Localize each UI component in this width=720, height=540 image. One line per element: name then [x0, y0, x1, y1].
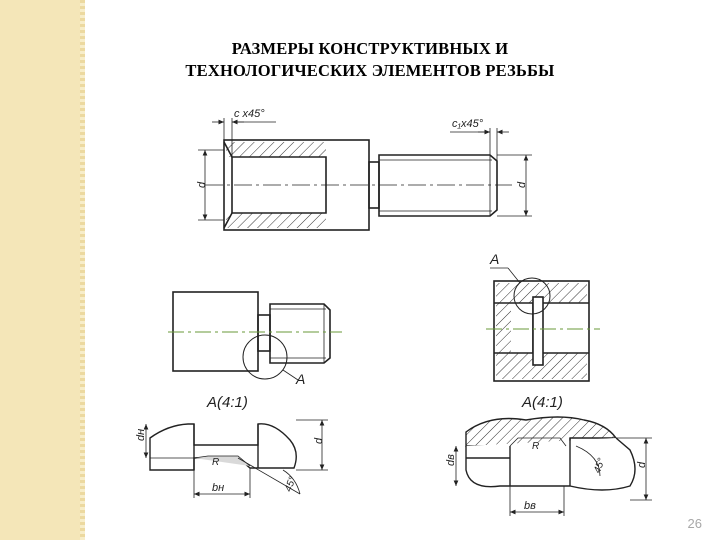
dim-d-right: d: [516, 181, 528, 188]
top-assembly: [198, 118, 532, 231]
detail-title-left: A(4:1): [206, 394, 248, 411]
detail-marker-bolt: A: [295, 371, 305, 387]
nut-section: [490, 267, 590, 382]
dim-d-bottom-left: d: [313, 437, 325, 444]
radius-left: R: [212, 457, 219, 468]
chamfer-c-label: c x45°: [234, 108, 265, 120]
page-number: 26: [687, 516, 702, 531]
slide-sidebar: [0, 0, 80, 540]
dim-d-left: d: [196, 181, 208, 188]
title-line-2: ТЕХНОЛОГИЧЕСКИХ ЭЛЕМЕНТОВ РЕЗЬБЫ: [185, 61, 555, 80]
detail-marker-nut: A: [489, 251, 499, 267]
dim-d-bottom-right: d: [636, 461, 648, 468]
sidebar-edge: [80, 0, 85, 540]
angle-right: 45°: [592, 457, 608, 475]
bolt-view: [172, 291, 331, 381]
dim-bn: bн: [212, 482, 224, 494]
chamfer-c1-label: c₁x45°: [452, 118, 484, 130]
radius-right: R: [532, 441, 539, 452]
slide-title: РАЗМЕРЫ КОНСТРУКТИВНЫХ И ТЕХНОЛОГИЧЕСКИХ…: [150, 38, 590, 82]
detail-right: [453, 416, 652, 516]
dim-dv: dв: [445, 454, 457, 466]
detail-left: [143, 419, 328, 498]
angle-left: 45°: [283, 475, 299, 493]
detail-title-right: A(4:1): [521, 394, 563, 411]
title-line-1: РАЗМЕРЫ КОНСТРУКТИВНЫХ И: [231, 39, 509, 58]
dim-dn: dн: [135, 429, 147, 441]
dim-bv: bв: [524, 500, 536, 512]
